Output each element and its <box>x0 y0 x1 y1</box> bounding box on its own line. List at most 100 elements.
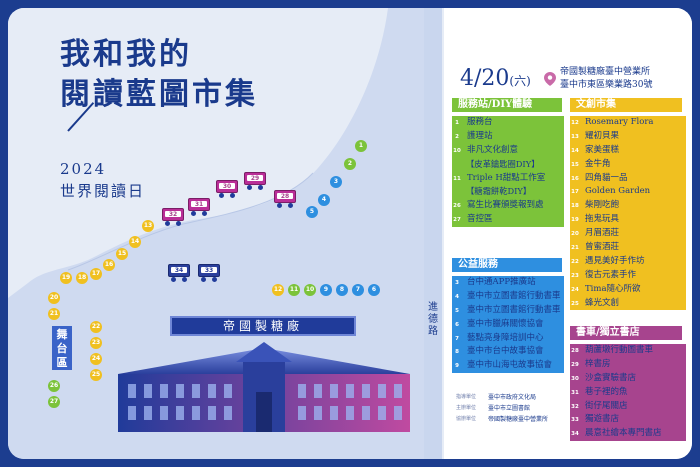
booth-number-badge: 15 <box>570 159 580 170</box>
booth-number-badge: 20 <box>570 229 580 240</box>
service-item-label: 寫生比賽頒獎報到處 <box>467 200 544 211</box>
location-line-1: 帝國製糖廠臺中營業所 <box>560 67 651 77</box>
public-item-label: 臺中市山海屯故事協會 <box>467 360 553 371</box>
organizer-row: 指導單位 臺中市政府文化局 <box>456 392 548 403</box>
map-marker-20: 20 <box>48 292 60 304</box>
creative-item-label: 四角貓一品 <box>585 172 628 183</box>
books-item-label: 街仔尾關店 <box>585 400 628 411</box>
creative-item-label: 柴剛吃飽 <box>585 200 620 211</box>
creative-item-label: Rosemary Flora <box>585 117 654 127</box>
map-marker-7: 7 <box>352 284 364 296</box>
booth-number-badge: 28 <box>570 346 580 356</box>
booth-number-badge: 8 <box>452 347 462 358</box>
organizer-name: 臺中市立圖書館 <box>488 405 531 412</box>
building-banner: 帝國製糖廠 <box>170 316 356 336</box>
map-marker-22: 22 <box>90 321 102 333</box>
map-marker-10: 10 <box>304 284 316 296</box>
booth-number-badge: 27 <box>452 215 462 226</box>
booth-number-badge: 9 <box>452 361 462 372</box>
book-truck-33: 33 <box>198 264 220 282</box>
creative-item-label: 拖鬼玩具 <box>585 214 620 225</box>
event-date-day: 4/20 <box>460 66 510 91</box>
service-item-label: 【糖霜餅乾DIY】 <box>466 186 532 197</box>
book-truck-30: 30 <box>216 180 238 198</box>
booth-number-badge: 25 <box>570 298 580 309</box>
road-strip <box>424 8 442 459</box>
organizer-row: 主辦單位 臺中市立圖書館 <box>456 403 548 414</box>
public-item-label: 台中通APP推廣站 <box>467 277 536 287</box>
subtitle-year: 2024 <box>60 160 107 178</box>
books-item-label: 沙盒實驗書店 <box>585 372 637 383</box>
booth-number-badge: 16 <box>570 173 580 184</box>
service-item-label: 音控區 <box>467 214 493 225</box>
service-item-label: 非凡文化創意 <box>467 144 519 155</box>
creative-item: 16 四角貓一品 <box>570 172 686 186</box>
creative-item: 24 Tima隨心所欲 <box>570 283 686 297</box>
map-marker-3: 3 <box>330 176 342 188</box>
event-location: 帝國製糖廠臺中營業所 臺中市東區樂業路30號 <box>560 66 652 92</box>
section-header-creative: 文創市集 <box>570 98 682 112</box>
creative-item-label: 耀初貝果 <box>585 130 620 141</box>
map-marker-18: 18 <box>76 272 88 284</box>
book-truck-34: 34 <box>168 264 190 282</box>
service-item: 10 非凡文化創意 <box>452 144 564 158</box>
service-item-label: Triple H甜點工作室 <box>467 172 546 183</box>
booth-number-badge: 4 <box>452 291 462 302</box>
organizers: 指導單位臺中市政府文化局主辦單位臺中市立圖書館協辦單位帝國製糖廠臺中營業所 <box>456 392 548 425</box>
books-item: 28 葫蘆墩行動圖書車 <box>570 344 686 358</box>
service-item: 27 音控區 <box>452 213 564 227</box>
service-item-label: 護理站 <box>467 130 493 141</box>
organizer-role: 指導單位 <box>456 394 477 400</box>
map-marker-12: 12 <box>272 284 284 296</box>
service-item: 【皮革鑰匙圈DIY】 <box>452 158 564 172</box>
organizer-name: 臺中市政府文化局 <box>488 394 537 401</box>
map-marker-5: 5 <box>306 206 318 218</box>
map-marker-19: 19 <box>60 272 72 284</box>
creative-item-label: 復古元素手作 <box>585 269 637 280</box>
booth-number-badge: 22 <box>570 256 580 267</box>
booth-number-badge: 30 <box>570 373 580 384</box>
booth-number-badge: 32 <box>570 401 580 412</box>
map-marker-1: 1 <box>355 140 367 152</box>
title-line-1: 我和我的 <box>60 37 192 72</box>
booth-number-badge: 10 <box>452 145 462 156</box>
booth-number-badge: 24 <box>570 284 580 295</box>
map-marker-8: 8 <box>336 284 348 296</box>
booth-number-badge: 31 <box>570 387 580 398</box>
public-item: 7 藝點亮身障培訓中心 <box>452 332 564 346</box>
map-marker-25: 25 <box>90 369 102 381</box>
public-item-label: 臺中市臘麻關懷協會 <box>467 318 544 329</box>
booth-number-badge: 23 <box>570 270 580 281</box>
location-pin-icon <box>544 72 556 86</box>
map-marker-15: 15 <box>116 248 128 260</box>
creative-item-label: 遇見美好手作坊 <box>585 255 645 266</box>
organizer-role: 主辦單位 <box>456 405 477 411</box>
map-marker-4: 4 <box>318 194 330 206</box>
books-item-label: 葫蘆墩行動圖書車 <box>585 345 654 355</box>
books-item-label: 巷子裡的魚 <box>585 386 628 397</box>
public-item-label: 藝點亮身障培訓中心 <box>467 332 544 343</box>
public-item-label: 臺中市立圖書館行動書車 <box>467 290 561 301</box>
books-item-label: 梓書房 <box>585 358 611 369</box>
creative-item-label: Tima隨心所欲 <box>585 283 641 294</box>
service-item-label: 【皮革鑰匙圈DIY】 <box>466 158 540 169</box>
map-marker-21: 21 <box>48 308 60 320</box>
booth-number-badge: 7 <box>452 333 462 344</box>
creative-item-label: 金牛角 <box>585 158 611 169</box>
book-truck-28: 28 <box>274 190 296 208</box>
map-marker-24: 24 <box>90 353 102 365</box>
